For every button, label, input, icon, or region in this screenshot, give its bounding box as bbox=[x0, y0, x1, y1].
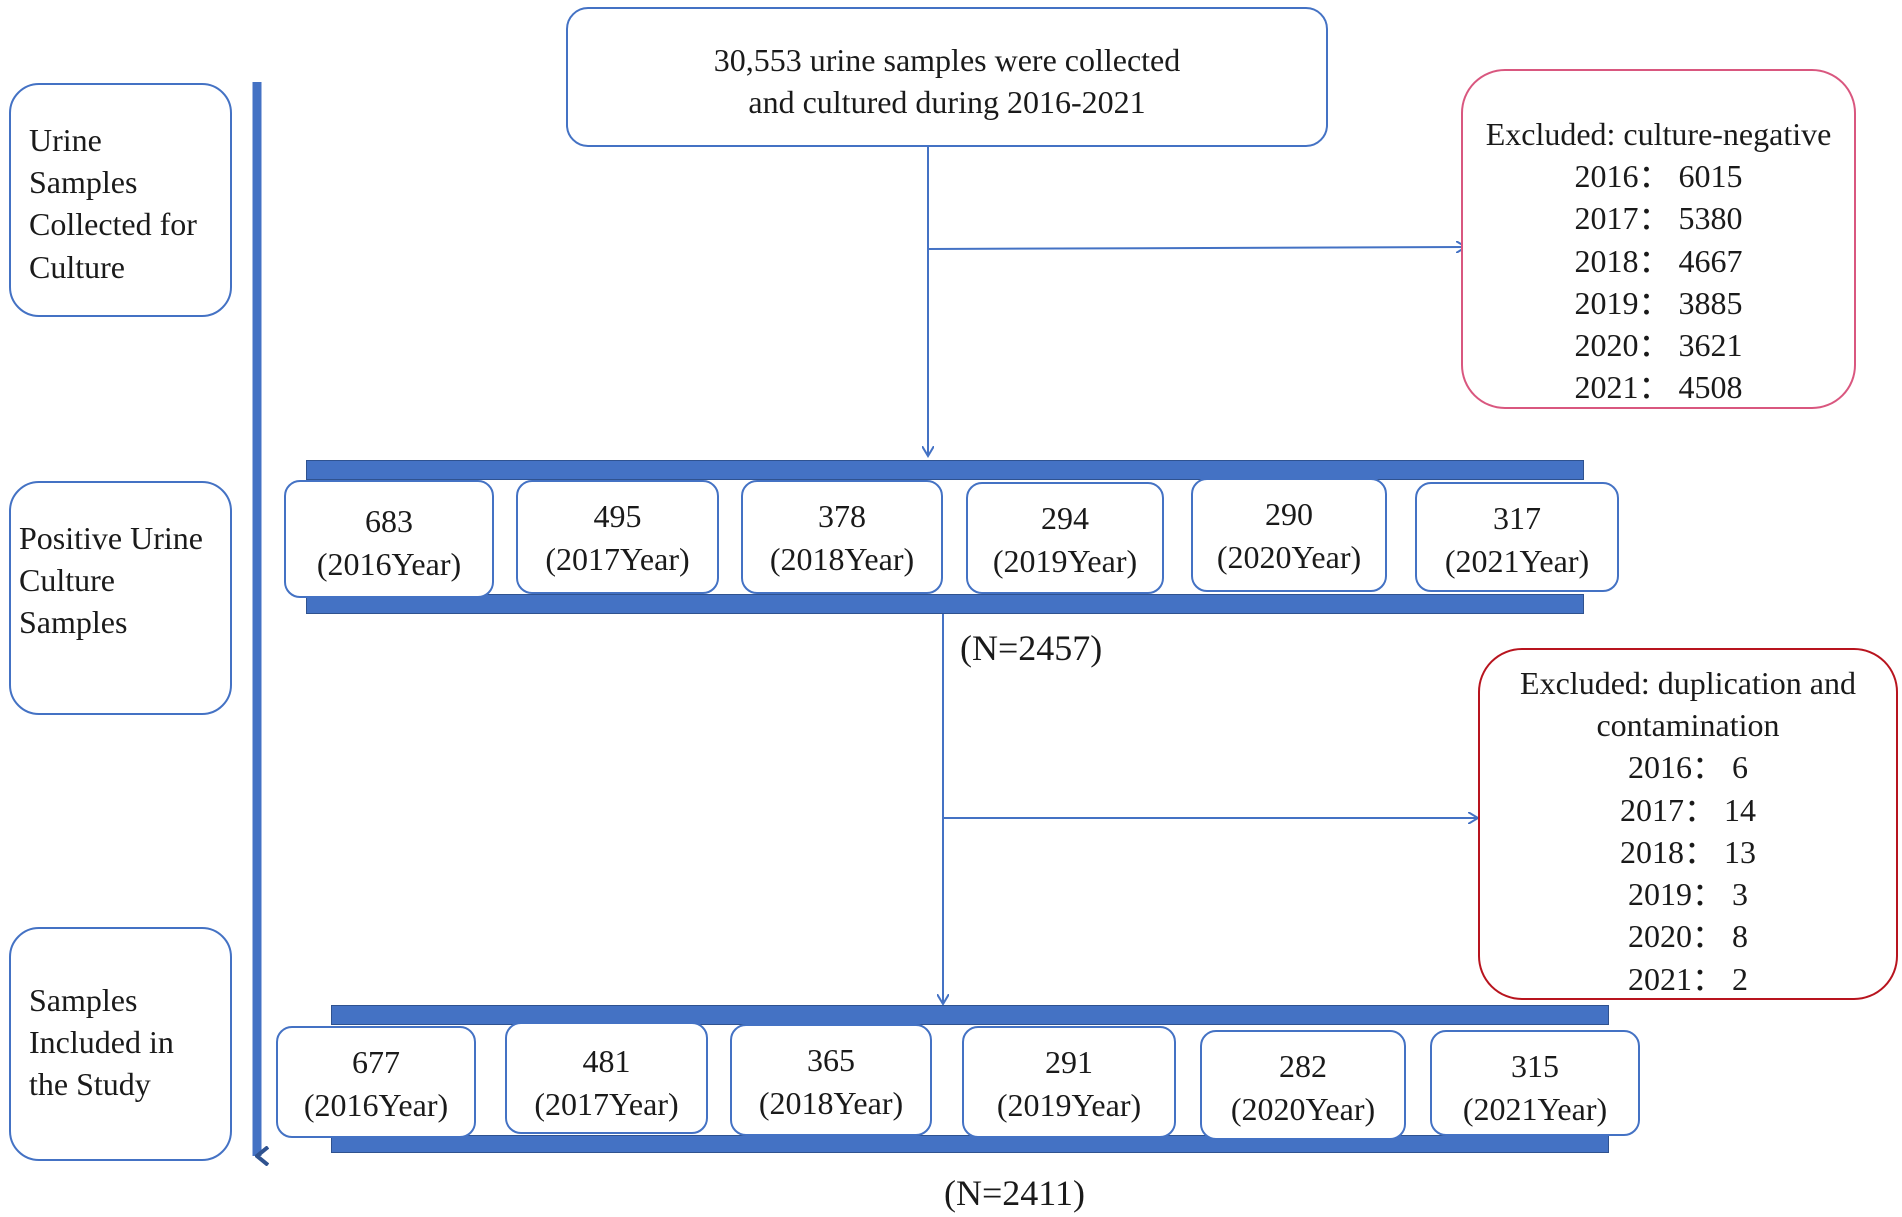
excluded-negative-title: Excluded: culture-negative bbox=[1485, 116, 1832, 152]
positive-year: (2016Year) bbox=[316, 545, 462, 582]
excluded-negative-item: 2018： 4667 bbox=[1574, 242, 1743, 279]
included-year-box: 315 (2021Year) bbox=[1430, 1030, 1640, 1136]
included-year: (2018Year) bbox=[758, 1084, 904, 1121]
stage-included-line: Included in bbox=[29, 1024, 174, 1061]
excluded-duplication-item: 2018： 13 bbox=[1619, 833, 1756, 870]
excluded-negative-item: 2020： 3621 bbox=[1574, 327, 1743, 364]
excluded-duplication-box: Excluded: duplication and contamination … bbox=[1478, 648, 1898, 1000]
stage-positive: Positive Urine Culture Samples bbox=[9, 481, 232, 715]
included-count: 677 bbox=[352, 1044, 400, 1080]
excluded-duplication-item: 2017： 14 bbox=[1619, 791, 1756, 828]
positive-year: (2021Year) bbox=[1444, 542, 1590, 579]
positive-year: (2019Year) bbox=[992, 542, 1138, 579]
positive-year-box: 683 (2016Year) bbox=[284, 480, 494, 598]
positive-count: 290 bbox=[1265, 496, 1313, 532]
included-year: (2020Year) bbox=[1230, 1090, 1376, 1127]
included-count: 481 bbox=[582, 1043, 631, 1079]
included-count: 291 bbox=[1045, 1044, 1093, 1080]
stage-collected-line: Urine bbox=[29, 122, 102, 158]
excluded-negative-item: 2017： 5380 bbox=[1574, 200, 1743, 237]
stage-collected-line: Samples bbox=[29, 164, 138, 201]
stage-included-line: Samples bbox=[29, 982, 138, 1018]
positive-year-box: 495 (2017Year) bbox=[516, 480, 719, 594]
included-year: (2016Year) bbox=[303, 1086, 449, 1123]
excluded-duplication-item: 2016： 6 bbox=[1627, 749, 1748, 786]
collected-samples-box: 30,553 urine samples were collected and … bbox=[566, 7, 1328, 147]
stage-positive-line: Samples bbox=[19, 604, 128, 641]
excluded-duplication-title: contamination bbox=[1596, 707, 1780, 744]
stage-collected-line: Culture bbox=[29, 248, 125, 285]
included-year-box: 282 (2020Year) bbox=[1200, 1030, 1406, 1140]
positive-count: 683 bbox=[365, 503, 413, 539]
positive-bar-top bbox=[306, 460, 1584, 480]
positive-year-box: 378 (2018Year) bbox=[741, 480, 943, 594]
positive-year: (2018Year) bbox=[769, 540, 915, 577]
positive-year-box: 294 (2019Year) bbox=[966, 482, 1164, 594]
stage-included-line: the Study bbox=[29, 1066, 151, 1103]
positive-year: (2017Year) bbox=[545, 540, 690, 577]
included-count: 282 bbox=[1279, 1048, 1327, 1084]
included-count: 315 bbox=[1511, 1048, 1559, 1084]
stage-positive-line: Positive Urine bbox=[19, 520, 203, 556]
collected-samples-line: and cultured during 2016-2021 bbox=[748, 84, 1146, 121]
excluded-negative-item: 2021： 4508 bbox=[1574, 369, 1743, 406]
stage-positive-line: Culture bbox=[19, 562, 115, 599]
included-year: (2017Year) bbox=[534, 1085, 679, 1122]
collected-samples-line: 30,553 urine samples were collected bbox=[713, 42, 1181, 78]
excluded-duplication-item: 2020： 8 bbox=[1627, 918, 1748, 955]
included-count: 365 bbox=[807, 1042, 855, 1078]
included-year-box: 481 (2017Year) bbox=[505, 1022, 708, 1134]
excluded-negative-item: 2019： 3885 bbox=[1574, 284, 1743, 321]
included-year-box: 677 (2016Year) bbox=[276, 1026, 476, 1138]
excluded-duplication-item: 2021： 2 bbox=[1627, 960, 1748, 997]
positive-year: (2020Year) bbox=[1216, 538, 1362, 575]
positive-bar-bottom bbox=[306, 594, 1584, 614]
positive-year-box: 290 (2020Year) bbox=[1191, 478, 1387, 592]
included-year: (2019Year) bbox=[996, 1086, 1142, 1123]
positive-count: 495 bbox=[593, 498, 642, 534]
positive-total: (N=2457) bbox=[960, 628, 1103, 668]
arrow-to-excluded-negative bbox=[927, 247, 1466, 249]
stage-included: Samples Included in the Study bbox=[9, 927, 232, 1161]
included-bar-bottom bbox=[331, 1135, 1609, 1153]
excluded-negative-box: Excluded: culture-negative 2016： 6015 20… bbox=[1461, 69, 1856, 409]
included-year: (2021Year) bbox=[1462, 1090, 1608, 1127]
excluded-negative-item: 2016： 6015 bbox=[1574, 158, 1743, 195]
included-year-box: 365 (2018Year) bbox=[730, 1024, 932, 1136]
positive-count: 378 bbox=[818, 498, 866, 534]
stage-collected-line: Collected for bbox=[29, 206, 197, 243]
positive-count: 317 bbox=[1493, 500, 1541, 536]
positive-count: 294 bbox=[1041, 500, 1089, 536]
included-total: (N=2411) bbox=[944, 1173, 1085, 1213]
stage-collected: Urine Samples Collected for Culture bbox=[9, 83, 232, 317]
excluded-duplication-item: 2019： 3 bbox=[1627, 876, 1748, 913]
included-year-box: 291 (2019Year) bbox=[962, 1026, 1176, 1138]
excluded-duplication-title: Excluded: duplication and bbox=[1520, 665, 1856, 701]
positive-year-box: 317 (2021Year) bbox=[1415, 482, 1619, 592]
included-bar-top bbox=[331, 1005, 1609, 1025]
